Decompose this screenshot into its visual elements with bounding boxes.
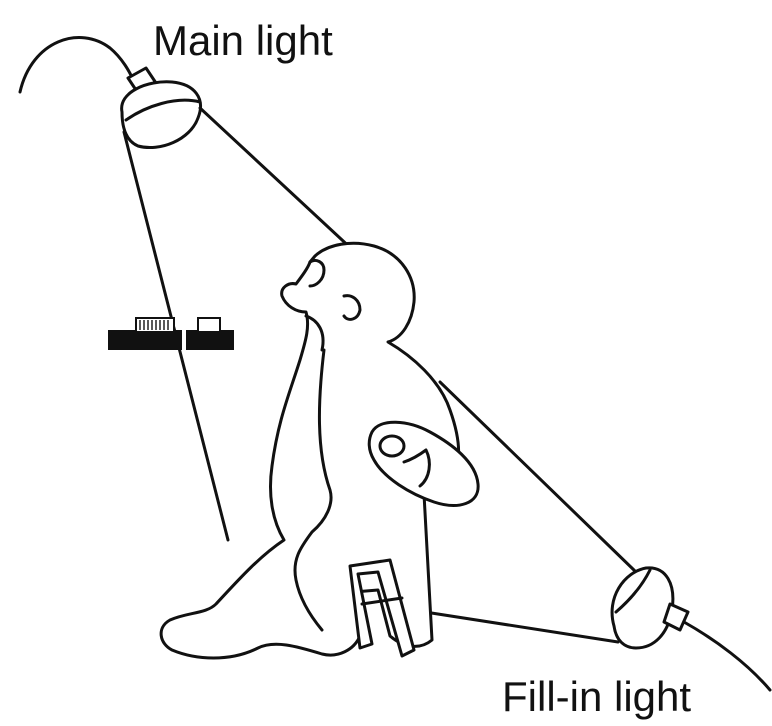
fill-light-cable [682, 620, 772, 692]
stool-icon [348, 558, 416, 658]
main-light-cable [18, 36, 136, 94]
fill-light-icon [610, 566, 690, 650]
main-light-label: Main light [153, 17, 333, 64]
monkey-figure [159, 241, 461, 660]
fill-light-label: Fill-in light [502, 673, 692, 720]
fill-light-beam [423, 380, 638, 644]
main-light-icon [120, 66, 202, 149]
timing-bar-icon [108, 317, 234, 350]
monkey-face [304, 258, 362, 352]
monkey-arm [293, 348, 333, 632]
banana-icon [367, 420, 480, 507]
